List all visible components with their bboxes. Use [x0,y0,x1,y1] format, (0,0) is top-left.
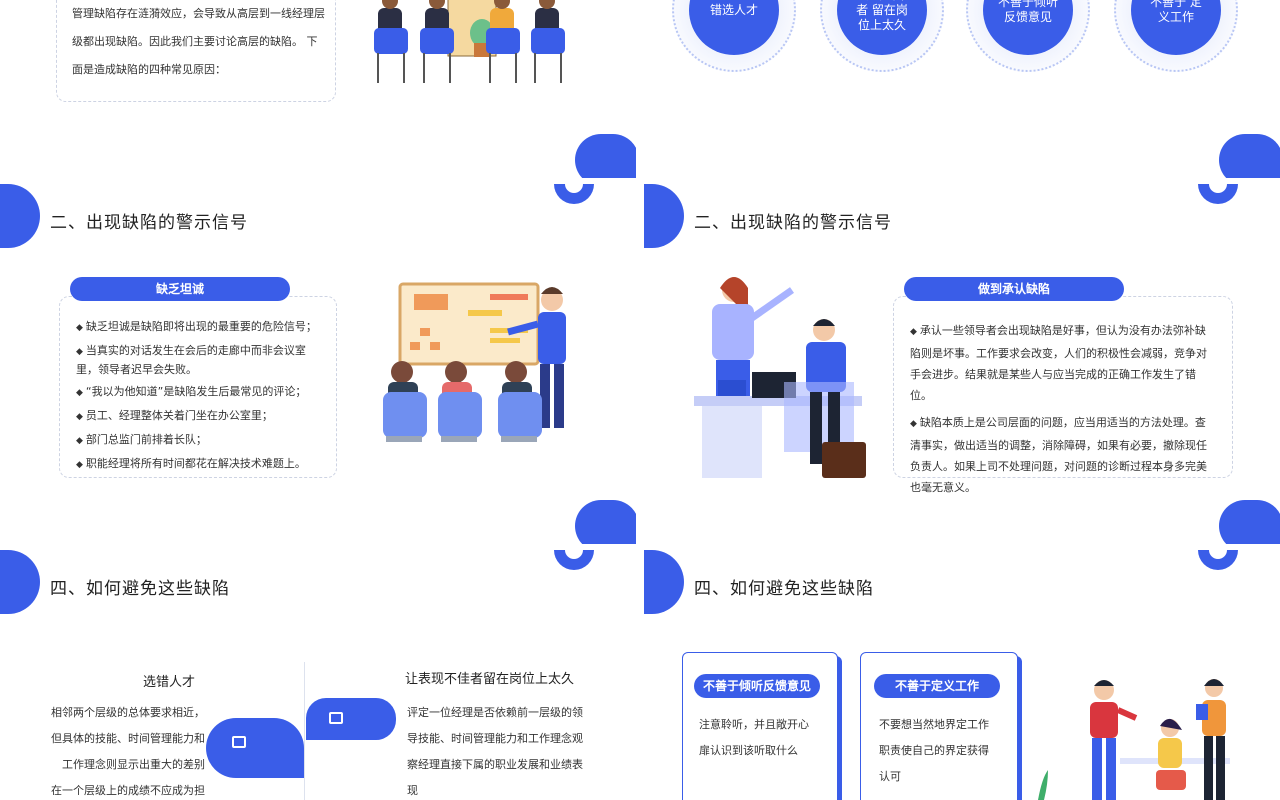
text-line: 注意聆听，并且敞开心 [699,718,809,731]
admit-list: ◆承认一些领导者会出现缺陷是好事，但认为没有办法弥补缺陷则是坏事。工作要求会改变… [910,320,1210,503]
circle-badge: 不善于倾听 反馈意见 [966,0,1090,72]
circle-badge: 让表现不佳者 留在岗位上太久 [820,0,944,72]
side-blob [0,184,40,248]
intro-textbox [56,0,336,102]
divider-line [304,662,305,800]
left-text: 相邻两个层级的总体要求相近， 但具体的技能、时间管理能力和 工作理念则显示出重大… [51,700,205,800]
admit-flaws-box [893,296,1233,478]
side-blob [644,184,684,248]
text-line: 察经理直接下属的职业发展和业绩表 [407,758,583,771]
right-tab-shape [306,698,396,740]
text-line: 现 [407,784,418,797]
slide-4: 二、出现缺陷的警示信号 做到承认缺陷 ◆承认一些领导者会出现缺陷是好事，但认为没… [644,184,1280,544]
list-item: ◆“我以为他知道”是缺陷发生后最常见的评论； [76,385,307,398]
ring-decoration [1198,550,1238,570]
left-tab-shape [206,718,304,778]
warning-list: ◆缺乏坦诚是缺陷即将出现的最重要的危险信号； ◆当真实的对话发生在会后的走廊中而… [76,318,326,479]
intro-line: 管理缺陷存在涟漪效应，会导致从高层到一线经理层 [72,7,325,20]
office-illustration [694,277,866,478]
picture-icon [232,736,246,748]
intro-text: 管理缺陷存在涟漪效应，会导致从高层到一线经理层 级都出现缺陷。因此我们主要讨论高… [72,0,325,84]
circle-label: 错选人才 [689,0,779,55]
card-text: 不要想当然地界定工作 职责使自己的界定获得 认可 [879,712,989,790]
side-blob [0,550,40,614]
meeting-illustration [374,0,565,83]
presentation-illustration [383,282,566,442]
text-line: 职责使自己的界定获得 [879,744,989,757]
text-line: 导技能、时间管理能力和工作理念观 [407,732,583,745]
list-item: ◆缺陷本质上是公司层面的问题，应当用适当的方法处理。查清事实，做出适当的调整，消… [910,416,1207,494]
slide-title: 四、如何避免这些缺陷 [50,579,230,599]
circle-badge: 错选人才 [672,0,796,72]
slide-title: 二、出现缺陷的警示信号 [694,213,892,233]
text-line: 认可 [879,770,901,783]
corner-blob [1219,500,1280,544]
card-text: 注意聆听，并且敞开心 扉认识到该听取什么 [699,712,809,764]
side-blob [644,550,684,614]
text-line: 相邻两个层级的总体要求相近， [51,706,205,719]
slide-1: 管理缺陷存在涟漪效应，会导致从高层到一线经理层 级都出现缺陷。因此我们主要讨论高… [0,0,636,178]
text-line: 评定一位经理是否依赖前一层级的领 [407,706,583,719]
warning-signs-box [59,296,337,478]
list-item: ◆承认一些领导者会出现缺陷是好事，但认为没有办法弥补缺陷则是坏事。工作要求会改变… [910,324,1207,402]
card-pill: 不善于倾听反馈意见 [694,674,820,698]
slide-3: 二、出现缺陷的警示信号 缺乏坦诚 ◆缺乏坦诚是缺陷即将出现的最重要的危险信号； … [0,184,636,544]
card-pill: 不善于定义工作 [874,674,1000,698]
picture-icon [329,712,343,724]
ring-decoration [554,550,594,570]
circle-label: 不善于 定义工作 [1131,0,1221,55]
section-pill: 缺乏坦诚 [70,277,290,301]
slide-title: 四、如何避免这些缺陷 [694,579,874,599]
ring-decoration [1198,184,1238,204]
ring-decoration [554,184,594,204]
intro-line: 级都出现缺陷。因此我们主要讨论高层的缺陷。 下 [72,35,318,48]
right-heading: 让表现不佳者留在岗位上太久 [405,672,575,687]
slide-6: 四、如何避免这些缺陷 不善于倾听反馈意见 注意聆听，并且敞开心 扉认识到该听取什… [644,550,1280,800]
slide-2: 错选人才 让表现不佳者 留在岗位上太久 不善于倾听 反馈意见 不善于 定义工作 [644,0,1280,178]
circle-label: 让表现不佳者 留在岗位上太久 [837,0,927,55]
list-item: ◆部门总监门前排着长队； [76,433,207,446]
text-line: 扉认识到该听取什么 [699,744,798,757]
text-line: 工作理念则显示出重大的差别 [62,758,205,771]
text-line: 在一个层级上的成绩不应成为担 [51,784,205,797]
circle-badge: 不善于 定义工作 [1114,0,1238,72]
slide-5: 四、如何避免这些缺陷 选错人才 相邻两个层级的总体要求相近， 但具体的技能、时间… [0,550,636,800]
corner-blob [575,134,636,178]
slide-title: 二、出现缺陷的警示信号 [50,213,248,233]
corner-blob [575,500,636,544]
list-item: ◆员工、经理整体关着门坐在办公室里； [76,409,273,422]
list-item: ◆缺乏坦诚是缺陷即将出现的最重要的危险信号； [76,320,317,333]
right-text: 评定一位经理是否依赖前一层级的领 导技能、时间管理能力和工作理念观 察经理直接下… [407,700,583,800]
text-line: 但具体的技能、时间管理能力和 [51,732,205,745]
left-heading: 选错人才 [143,675,196,690]
circle-label: 不善于倾听 反馈意见 [983,0,1073,55]
intro-line: 面是造成缺陷的四种常见原因： [72,63,226,76]
text-line: 不要想当然地界定工作 [879,718,989,731]
list-item: ◆职能经理将所有时间都花在解决技术难题上。 [76,457,306,470]
corner-blob [1219,134,1280,178]
team-illustration [1038,679,1230,800]
section-pill: 做到承认缺陷 [904,277,1124,301]
list-item: ◆当真实的对话发生在会后的走廊中而非会议室里，领导者迟早会失败。 [76,344,306,376]
